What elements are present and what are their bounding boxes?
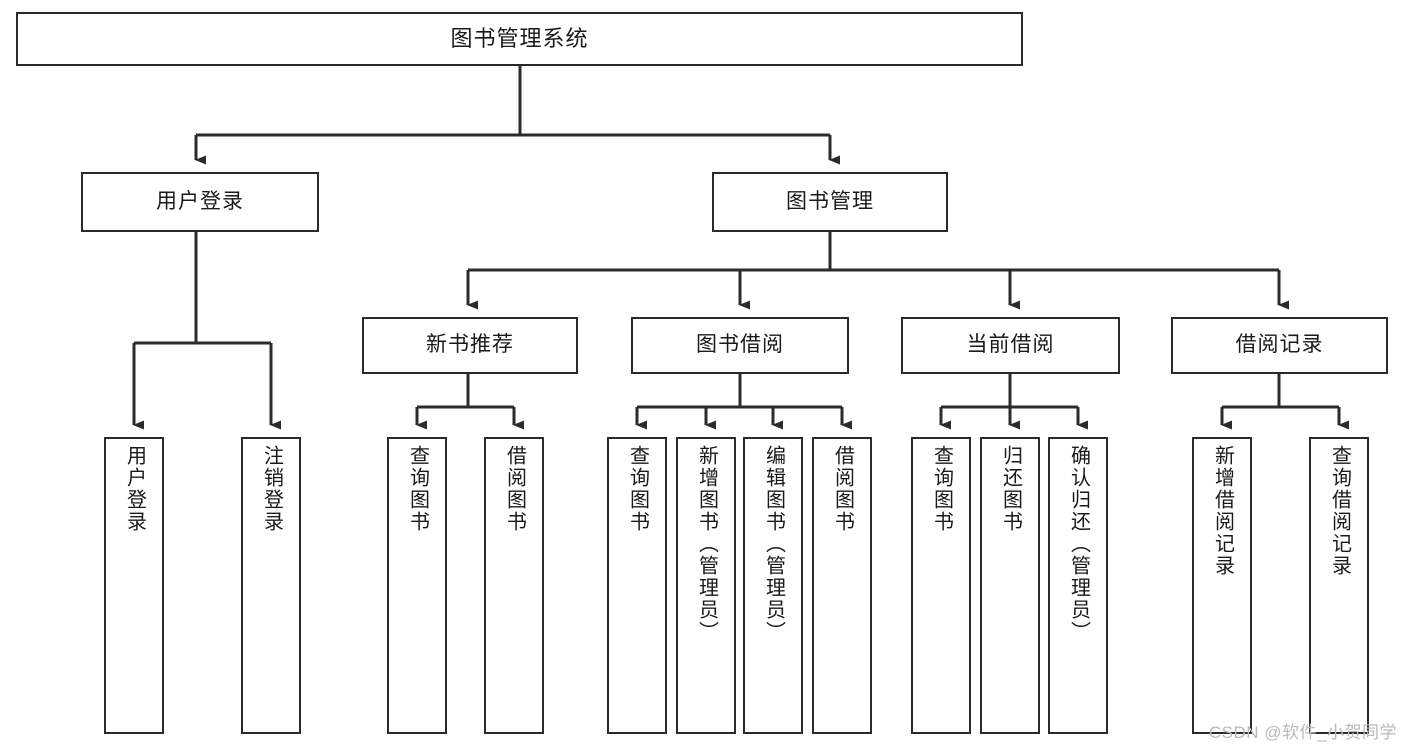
node-label: 图书借阅 [696, 333, 784, 357]
node-label: 确认归还（管理员） [1067, 445, 1090, 643]
node-label: 编辑图书（管理员） [762, 445, 785, 643]
node-label: 新增借阅记录 [1211, 445, 1234, 577]
node-label: 图书管理系统 [450, 26, 589, 52]
leaf-user-login[interactable]: 用户登录 [104, 437, 164, 734]
leaf-add-book-admin[interactable]: 新增图书（管理员） [676, 437, 736, 734]
node-label: 用户登录 [123, 445, 146, 533]
node-current-borrow[interactable]: 当前借阅 [901, 317, 1120, 374]
leaf-query-book-current[interactable]: 查询图书 [911, 437, 971, 734]
watermark: CSDN @软件_小贺同学 [1208, 723, 1397, 742]
leaf-query-book-recommend[interactable]: 查询图书 [387, 437, 447, 734]
node-label: 注销登录 [260, 445, 283, 533]
leaf-query-book-borrow[interactable]: 查询图书 [607, 437, 667, 734]
node-label: 查询借阅记录 [1328, 445, 1351, 577]
node-user-login[interactable]: 用户登录 [81, 172, 319, 232]
node-root-book-management-system[interactable]: 图书管理系统 [16, 12, 1023, 66]
node-new-book-recommend[interactable]: 新书推荐 [362, 317, 578, 374]
node-label: 新书推荐 [426, 333, 514, 357]
node-label: 当前借阅 [966, 333, 1055, 357]
node-label: 借阅图书 [503, 445, 526, 533]
node-label: 查询图书 [406, 445, 429, 533]
leaf-borrow-book-recommend[interactable]: 借阅图书 [484, 437, 544, 734]
node-label: 借阅记录 [1235, 333, 1324, 357]
leaf-return-book[interactable]: 归还图书 [980, 437, 1040, 734]
node-borrow-record[interactable]: 借阅记录 [1171, 317, 1388, 374]
node-label: 借阅图书 [831, 445, 854, 533]
node-book-borrow[interactable]: 图书借阅 [631, 317, 849, 374]
leaf-logout[interactable]: 注销登录 [241, 437, 301, 734]
node-label: 图书管理 [786, 189, 874, 213]
node-label: 查询图书 [930, 445, 953, 533]
leaf-add-borrow-record[interactable]: 新增借阅记录 [1192, 437, 1252, 734]
leaf-confirm-return-admin[interactable]: 确认归还（管理员） [1048, 437, 1108, 734]
leaf-query-borrow-record[interactable]: 查询借阅记录 [1309, 437, 1369, 734]
node-label: 归还图书 [999, 445, 1022, 533]
node-label: 用户登录 [156, 189, 244, 213]
leaf-borrow-book[interactable]: 借阅图书 [812, 437, 872, 734]
node-label: 新增图书（管理员） [695, 445, 718, 643]
node-label: 查询图书 [626, 445, 649, 533]
leaf-edit-book-admin[interactable]: 编辑图书（管理员） [743, 437, 803, 734]
node-book-management[interactable]: 图书管理 [712, 172, 948, 232]
